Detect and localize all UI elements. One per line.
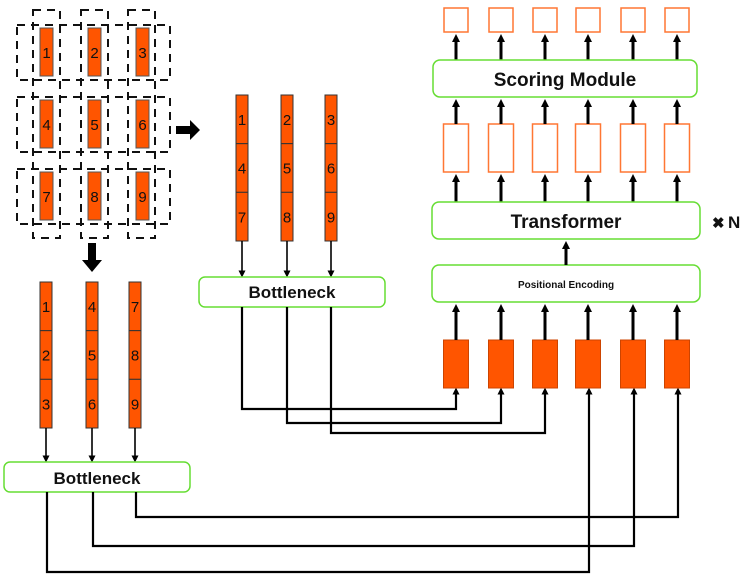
connector-line [91,387,638,548]
score-output [664,7,690,33]
grid-column-2 [80,9,109,239]
patch-7 [39,171,54,221]
cell-label: 2 [283,112,291,129]
patch-grid [16,9,171,239]
repeat-label: N [728,213,740,232]
hidden-token [663,123,691,173]
scoring-module-box [432,59,698,98]
grid-column-3 [127,9,156,239]
patch-label: 2 [90,45,98,62]
grid-row-3 [16,168,171,225]
patch-4 [39,99,54,149]
cell-label: 6 [88,396,96,413]
patch-label: 5 [90,117,98,134]
patch-label: 4 [42,117,50,134]
patch-label: 9 [138,189,146,206]
cell-label: 5 [88,348,96,365]
input-token [532,339,558,389]
cell-label: 6 [327,161,335,178]
cell-label: 1 [238,112,246,129]
input-token [488,339,514,389]
hidden-token [619,123,647,173]
cell-label: 7 [238,209,246,226]
bottleneck-bottom-box [3,461,191,493]
patch-2 [87,27,102,77]
patch-9 [135,171,150,221]
cell-label: 7 [131,299,139,316]
input-token [443,339,469,389]
hidden-token [442,123,470,173]
connector-line [45,387,593,574]
patch-5 [87,99,102,149]
patch-6 [135,99,150,149]
cell-label: 4 [88,299,96,316]
cell-label: 8 [131,348,139,365]
grid-row-1 [16,24,171,81]
transformer-box [431,201,701,240]
repeat-x-icon: ✖ [712,215,725,232]
cell-label: 3 [327,112,335,129]
bottleneck-top-box [198,276,386,308]
token-columns [442,7,691,389]
input-token [620,339,646,389]
patch-label: 6 [138,117,146,134]
down-arrow-icon [82,243,102,272]
patch-label: 8 [90,189,98,206]
bottleneck-bottom-label: Bottleneck [54,469,141,488]
bottleneck-top-label: Bottleneck [249,283,336,302]
score-output [620,7,646,33]
grid-column-1 [32,9,61,239]
score-output [443,7,469,33]
score-output [488,7,514,33]
cell-label: 8 [283,209,291,226]
cell-label: 1 [42,299,50,316]
hidden-token [487,123,515,173]
input-token [664,339,690,389]
patch-label: 1 [42,45,50,62]
connectors [45,307,682,574]
hidden-token [574,123,602,173]
connector-line [329,307,549,435]
hidden-token [531,123,559,173]
cell-label: 3 [42,396,50,413]
cell-label: 2 [42,348,50,365]
patch-label: 3 [138,45,146,62]
cell-label: 9 [327,209,335,226]
patch-label: 7 [42,189,50,206]
cell-label: 4 [238,161,246,178]
scoring-module-label: Scoring Module [494,70,637,91]
connector-line [285,307,505,425]
right-arrow-icon [176,120,200,140]
connector-line [134,387,682,519]
score-output [532,7,558,33]
patch-1 [39,27,54,77]
transformer-label: Transformer [511,212,622,233]
grid-row-2 [16,96,171,153]
input-token [575,339,601,389]
cell-label: 9 [131,396,139,413]
positional-encoding-label: Positional Encoding [518,280,614,291]
patch-3 [135,27,150,77]
score-output [575,7,601,33]
patches: 1 2 3 4 5 6 7 8 9 [39,27,150,221]
cell-label: 5 [283,161,291,178]
connector-line [240,307,460,411]
patch-8 [87,171,102,221]
